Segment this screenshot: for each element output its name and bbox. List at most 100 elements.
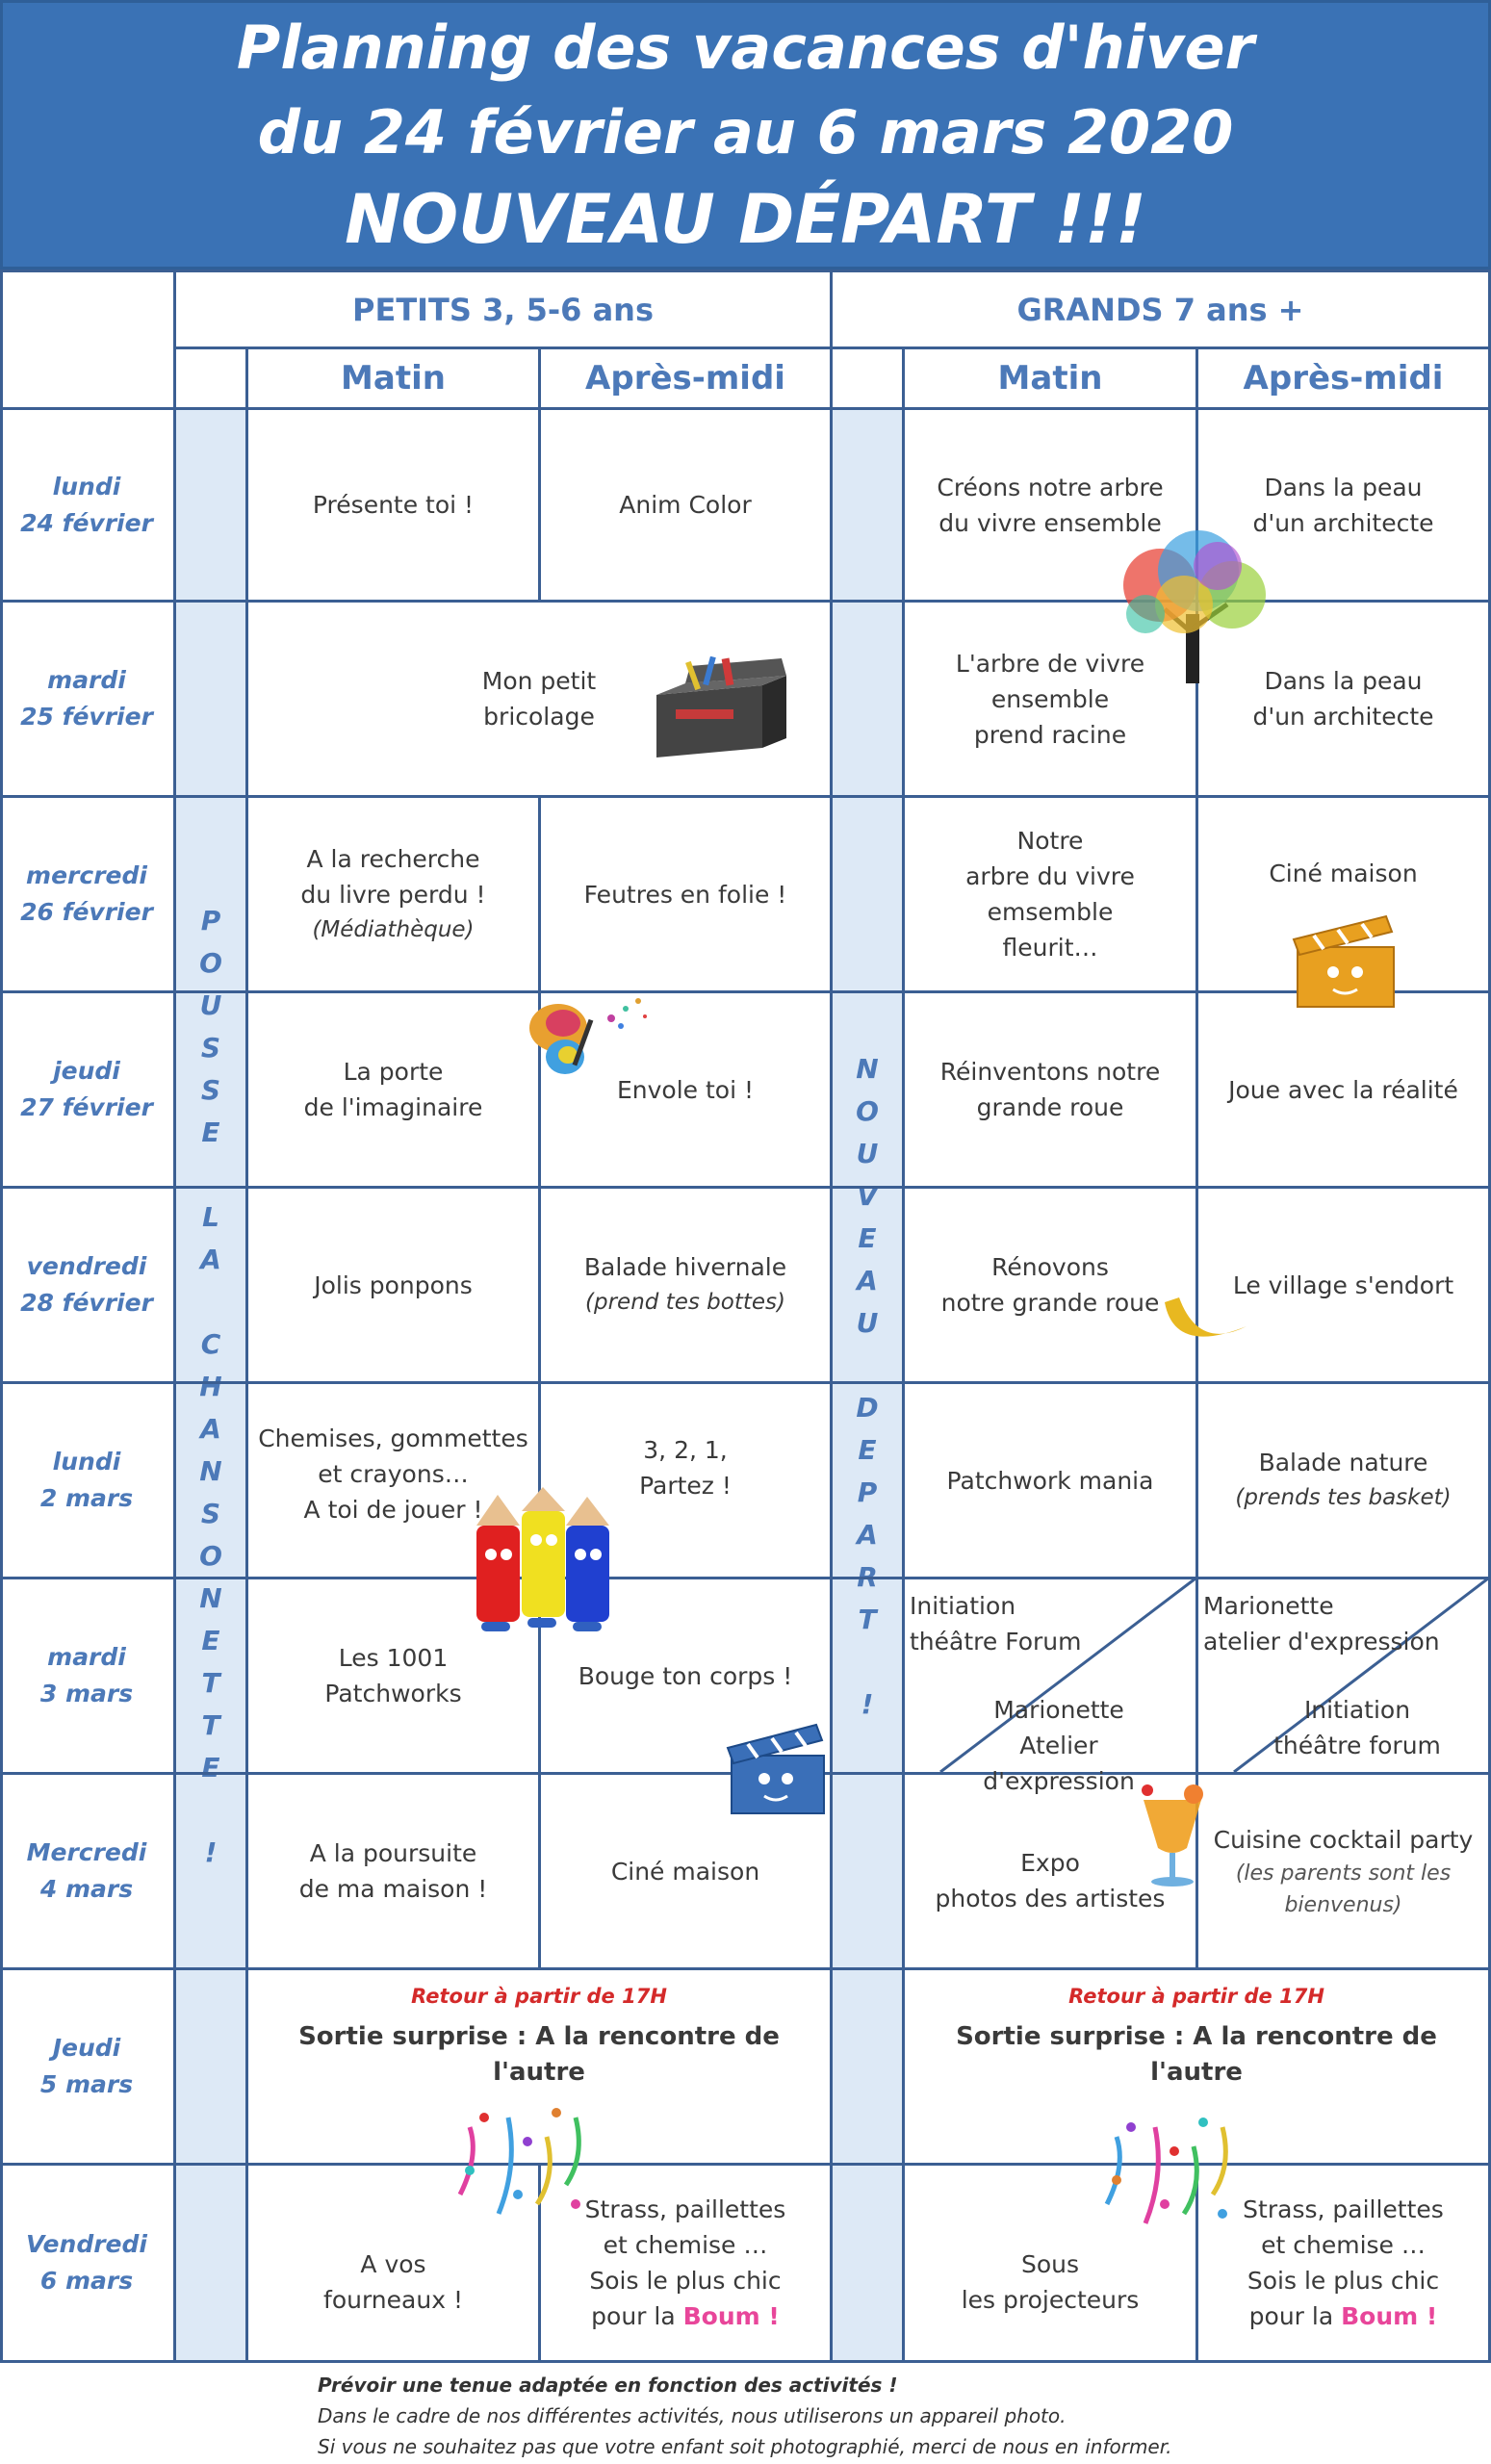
activity-cell: Anim Color: [619, 491, 752, 519]
activity-cell: Joue avec la réalité: [1228, 1075, 1458, 1104]
band-letter: O: [199, 946, 222, 979]
band-letter: V: [857, 1179, 878, 1212]
title-line-1: Planning des vacances d'hiver: [236, 13, 1255, 83]
band-letter: U: [199, 988, 222, 1021]
group-grands: GRANDS 7 ans +: [1016, 291, 1304, 328]
butterfly-icon: [529, 998, 647, 1074]
activity-cell: Ciné maison: [1269, 860, 1418, 887]
col-grands-matin: Matin: [997, 359, 1103, 398]
band-letter: E: [201, 1751, 220, 1784]
band-letter: P: [857, 1476, 878, 1508]
band-letter: L: [202, 1200, 219, 1233]
footer-line: Dans le cadre de nos différentes activit…: [318, 2404, 1067, 2427]
group-petits: PETITS 3, 5-6 ans: [352, 291, 654, 328]
band-letter: A: [200, 1412, 221, 1445]
band-letter: T: [201, 1666, 220, 1699]
band-letter: U: [856, 1137, 879, 1169]
band-letter: P: [200, 904, 221, 937]
activity-cell: Bouge ton corps !: [578, 1661, 793, 1690]
band-letter: E: [858, 1433, 877, 1466]
cocktail-icon: [1142, 1784, 1203, 1886]
return-note: Retour à partir de 17H: [411, 1985, 667, 2008]
footer-line: Si vous ne souhaitez pas que votre enfan…: [318, 2435, 1172, 2458]
clapperboard-icon: [726, 1723, 825, 1814]
activity-cell: Balade hivernale(prend tes bottes): [583, 1253, 787, 1315]
band-letter: E: [858, 1221, 877, 1254]
moon-icon: [1165, 1297, 1247, 1337]
band-letter: D: [856, 1391, 879, 1424]
activity-cell: Sortie surprise : A la rencontre de l'au…: [298, 2022, 780, 2087]
band-letter: N: [199, 1581, 222, 1614]
band-letter: S: [200, 1073, 221, 1106]
footer-notes: Prévoir une tenue adaptée en fonction de…: [318, 2370, 1376, 2462]
band-letter: U: [856, 1306, 879, 1339]
band-letter: N: [856, 1052, 879, 1085]
activity-cell: Sortie surprise : A la rencontre de l'au…: [956, 2022, 1437, 2087]
band-letter: A: [857, 1264, 878, 1296]
activity-cell: Le village s'endort: [1232, 1270, 1454, 1299]
band-letter: E: [201, 1624, 220, 1656]
activity-cell: Balade nature(prends tes basket): [1235, 1449, 1452, 1510]
band-letter: C: [200, 1327, 221, 1360]
confetti-icon: [457, 2108, 581, 2215]
clapperboard-icon: [1292, 914, 1395, 1008]
col-petits-apres-midi: Après-midi: [585, 359, 785, 398]
band-letter: S: [200, 1031, 221, 1064]
col-petits-matin: Matin: [341, 359, 446, 398]
band-letter: !: [204, 1835, 218, 1868]
confetti-icon: [1104, 2118, 1228, 2224]
tree-icon: [1123, 530, 1266, 683]
page-header: Planning des vacances d'hiver du 24 févr…: [0, 0, 1491, 270]
band-letter: H: [199, 1370, 222, 1402]
activity-cell: Jolis ponpons: [314, 1270, 473, 1299]
split-diagonals: [939, 1577, 1488, 1772]
band-letter: E: [201, 1116, 220, 1148]
activity-cell: 3, 2, 1,Partez !: [639, 1436, 732, 1500]
band-letter: A: [857, 1518, 878, 1551]
band-letter: !: [861, 1687, 874, 1720]
band-letter: S: [200, 1497, 221, 1529]
band-letter: A: [200, 1243, 221, 1275]
footer-line: Prévoir une tenue adaptée en fonction de…: [318, 2374, 898, 2397]
return-note: Retour à partir de 17H: [1068, 1985, 1324, 2008]
band-letter: O: [199, 1539, 222, 1572]
activity-cell: Ciné maison: [610, 1857, 760, 1886]
activity-cell: Cuisine cocktail party(les parents sont …: [1213, 1825, 1474, 1917]
activity-cell: Présente toi !: [312, 491, 475, 519]
activity-cell: Envole toi !: [616, 1075, 755, 1104]
crayons-icon: [476, 1487, 609, 1631]
band-letter: T: [201, 1708, 220, 1741]
band-letter: T: [858, 1603, 877, 1635]
